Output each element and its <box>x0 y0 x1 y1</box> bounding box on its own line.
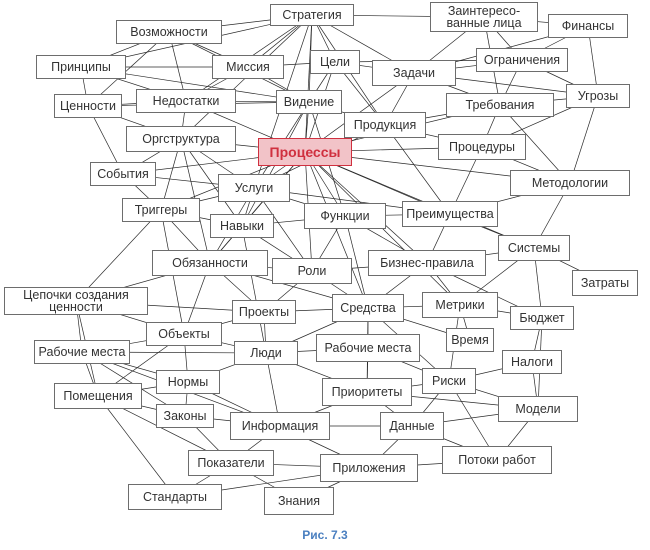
node-applications: Приложения <box>320 454 418 482</box>
node-information: Информация <box>230 412 330 440</box>
node-objects: Объекты <box>146 322 222 346</box>
node-business-rules: Бизнес-правила <box>368 250 486 276</box>
edge-processes-systems <box>304 151 535 249</box>
node-laws: Законы <box>156 404 214 428</box>
node-advantages: Преимущества <box>402 201 498 227</box>
node-systems: Системы <box>498 235 570 261</box>
node-finance: Финансы <box>548 14 628 38</box>
node-people: Люди <box>234 341 298 365</box>
node-functions: Функции <box>304 203 386 229</box>
edge-premises-standards <box>97 395 176 498</box>
node-metrics: Метрики <box>422 292 498 318</box>
edge-threats-methodologies <box>569 95 599 184</box>
node-budget: Бюджет <box>510 306 574 330</box>
node-workflows: Потоки работ <box>442 446 552 474</box>
node-orgstructure: Оргструктура <box>126 126 236 152</box>
node-premises: Помещения <box>54 383 142 409</box>
node-tasks: Задачи <box>372 60 456 86</box>
node-costs: Затраты <box>572 270 638 296</box>
node-indicators: Показатели <box>188 450 274 476</box>
node-capabilities: Возможности <box>116 20 222 44</box>
node-risks: Риски <box>422 368 476 394</box>
edge-strategy-processes <box>304 14 313 153</box>
node-workplaces-2: Рабочие места <box>316 334 420 362</box>
node-knowledge: Знания <box>264 487 334 515</box>
node-methodologies: Методологии <box>510 170 630 196</box>
edge-products-advantages <box>384 124 451 215</box>
node-roles: Роли <box>272 258 352 284</box>
node-goals: Цели <box>310 50 360 74</box>
node-principles: Принципы <box>36 55 126 79</box>
node-priorities: Приоритеты <box>322 378 412 406</box>
node-norms: Нормы <box>156 370 220 394</box>
node-means: Средства <box>332 294 404 322</box>
node-stakeholders: Заинтересо- ванные лица <box>430 2 538 32</box>
node-duties: Обязанности <box>152 250 268 276</box>
node-projects: Проекты <box>232 300 296 324</box>
node-values: Ценности <box>54 94 122 118</box>
node-products: Продукция <box>344 112 426 138</box>
figure-caption: Рис. 7.3 <box>302 528 348 542</box>
node-mission: Миссия <box>212 55 284 79</box>
node-processes-center: Процессы <box>258 138 352 166</box>
node-skills: Навыки <box>210 214 274 238</box>
node-standards: Стандарты <box>128 484 222 510</box>
node-triggers: Триггеры <box>122 198 200 222</box>
edge-functions-means <box>344 215 369 309</box>
edge-triggers-value_chains <box>75 209 162 302</box>
node-data: Данные <box>380 412 444 440</box>
node-constraints: Ограничения <box>476 48 568 72</box>
node-events: События <box>90 162 156 186</box>
node-weaknesses: Недостатки <box>136 89 236 113</box>
node-workplaces: Рабочие места <box>34 340 130 364</box>
node-requirements: Требования <box>446 93 554 117</box>
node-strategy: Стратегия <box>270 4 354 26</box>
edge-capabilities-values <box>87 31 170 107</box>
node-time: Время <box>446 328 494 352</box>
node-vision: Видение <box>276 90 342 114</box>
node-value-chains: Цепочки создания ценности <box>4 287 148 315</box>
node-procedures: Процедуры <box>438 134 526 160</box>
edge-skills-people <box>241 225 267 354</box>
node-taxes: Налоги <box>502 350 562 374</box>
node-models: Модели <box>498 396 578 422</box>
edge-orgstructure-skills <box>180 138 243 227</box>
node-threats: Угрозы <box>566 84 630 108</box>
node-services: Услуги <box>218 174 290 202</box>
